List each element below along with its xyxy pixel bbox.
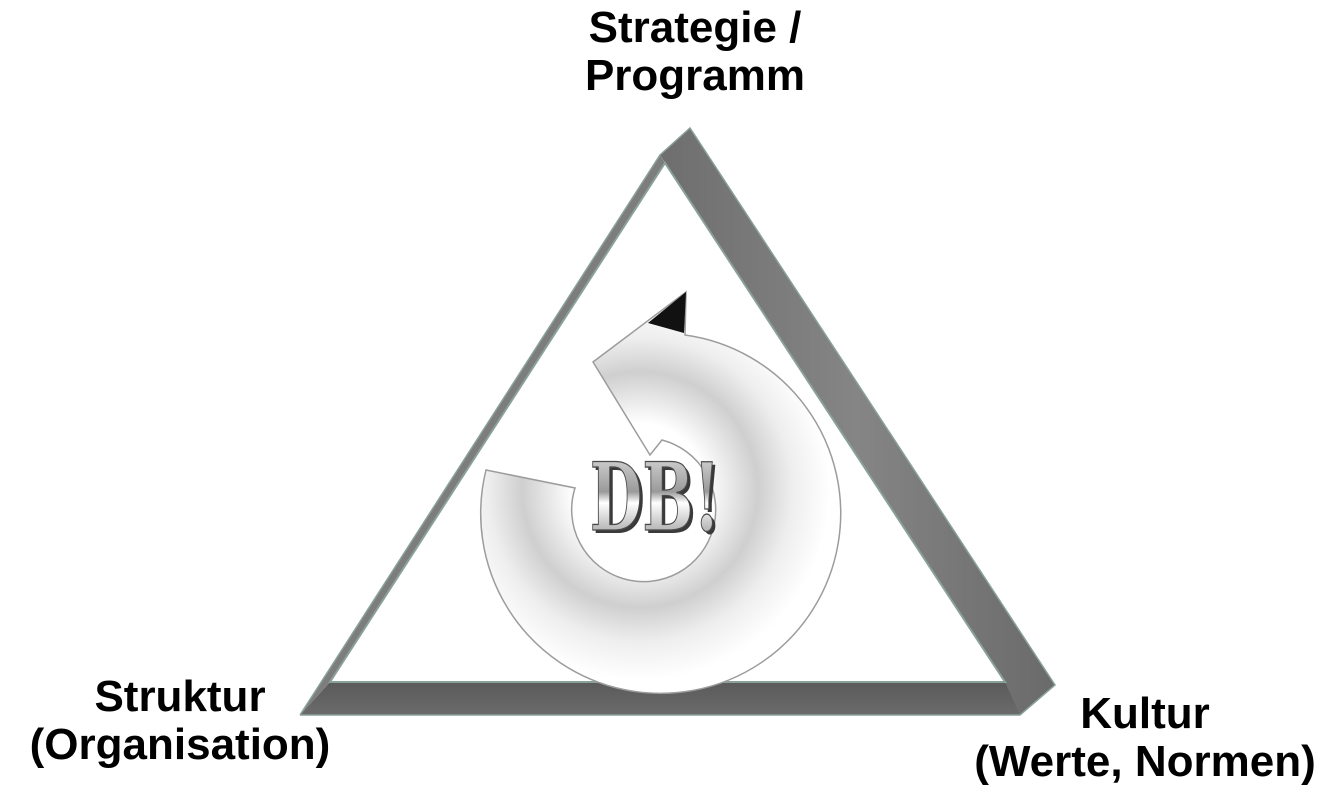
corner-label-culture-line1: Kultur <box>1080 689 1210 738</box>
corner-label-structure-line2: (Organisation) <box>29 720 331 769</box>
corner-label-structure: Struktur (Organisation) <box>10 673 350 769</box>
corner-label-culture-line2: (Werte, Normen) <box>974 737 1316 786</box>
corner-label-strategy: Strategie / Programm <box>545 4 845 100</box>
frame-outer-edge <box>299 126 1056 716</box>
frame-bottom-side <box>300 682 1020 715</box>
db-logo-shadow: DB! <box>593 445 723 556</box>
db-logo: DB! DB! <box>589 441 723 556</box>
corner-label-strategy-line1: Strategie / <box>588 3 802 52</box>
corner-label-culture: Kultur (Werte, Normen) <box>955 690 1335 786</box>
frame-right-side <box>660 128 1055 715</box>
corner-label-structure-line1: Struktur <box>94 672 266 721</box>
db-logo-text: DB! <box>590 442 720 553</box>
frame-left-side <box>300 155 668 715</box>
circular-arrow-icon <box>479 290 842 695</box>
corner-label-strategy-line2: Programm <box>584 51 806 100</box>
circular-arrow-body <box>479 290 842 695</box>
arrow-head-tip <box>648 292 686 333</box>
